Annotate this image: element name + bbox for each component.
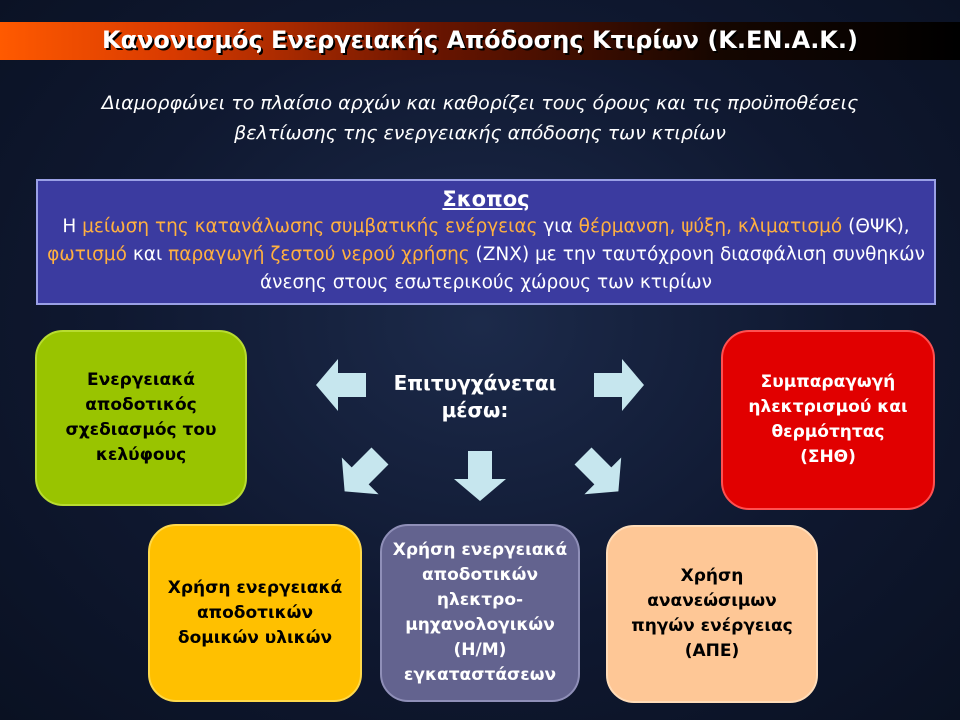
box-line: σχεδιασμός του <box>65 420 217 440</box>
scope-highlight: θέρμανση, ψύξη, κλιματισμό <box>578 216 843 237</box>
scope-highlight: παραγωγή ζεστού νερού χρήσης <box>168 244 470 265</box>
scope-segment: (ΘΨΚ), <box>842 216 910 237</box>
box-line: μηχανολογικών <box>405 615 555 635</box>
box-line: (ΣΗΘ) <box>800 447 856 467</box>
scope-segment: Η <box>62 216 83 237</box>
arrow-right-icon <box>594 359 644 411</box>
scope-highlight: μείωση της κατανάλωσης συμβατικής ενέργε… <box>82 216 538 237</box>
box-line: Χρήση <box>680 566 744 586</box>
box-line: (ΑΠΕ) <box>684 641 740 661</box>
scope-heading: Σκοπος <box>442 187 530 211</box>
box-renewables: Χρήση ανανεώσιμων πηγών ενέργειας (ΑΠΕ) <box>606 525 818 703</box>
arrow-down-icon <box>454 451 506 501</box>
box-envelope-design: Ενεργειακά αποδοτικός σχεδιασμός του κελ… <box>35 330 247 506</box>
box-line: θερμότητας <box>771 422 885 442</box>
box-line: ανανεώσιμων <box>647 591 777 611</box>
box-line: ηλεκτρισμού και <box>748 397 908 417</box>
arrow-down-left-icon <box>341 447 389 495</box>
box-building-materials: Χρήση ενεργειακά αποδοτικών δομικών υλικ… <box>148 524 362 702</box>
box-chp: Συμπαραγωγή ηλεκτρισμού και θερμότητας (… <box>721 330 935 510</box>
scope-body: Η μείωση της κατανάλωσης συμβατικής ενέρ… <box>38 213 934 297</box>
center-label-line-2: μέσω: <box>441 398 509 422</box>
scope-segment: και <box>126 244 169 265</box>
subtitle: Διαμορφώνει το πλαίσιο αρχών και καθορίζ… <box>40 88 920 148</box>
page-title: Κανονισμός Ενεργειακής Απόδοσης Κτιρίων … <box>102 26 858 54</box>
box-line: αποδοτικός <box>85 395 197 415</box>
center-label-line-1: Επιτυγχάνεται <box>393 371 557 395</box>
subtitle-line-1: Διαμορφώνει το πλαίσιο αρχών και καθορίζ… <box>101 92 859 114</box>
box-line: (Η/Μ) <box>453 640 507 660</box>
box-em-installations: Χρήση ενεργειακά αποδοτικών ηλεκτρο- μηχ… <box>380 524 580 702</box>
scope-segment: (ΖΝΧ) με την ταυτόχρονη διασφάλιση συνθη… <box>259 244 925 293</box>
box-line: Ενεργειακά <box>87 370 195 390</box>
scope-box: Σκοπος Η μείωση της κατανάλωσης συμβατικ… <box>36 179 936 305</box>
box-line: εγκαταστάσεων <box>403 665 557 685</box>
box-line: Χρήση ενεργειακά <box>167 577 343 598</box>
center-label: Επιτυγχάνεται μέσω: <box>390 370 560 424</box>
subtitle-line-2: βελτίωσης της ενεργειακής απόδοσης των κ… <box>234 122 726 144</box>
box-line: Χρήση ενεργειακά <box>392 540 568 560</box>
box-line: κελύφους <box>95 445 187 465</box>
box-line: αποδοτικών <box>196 602 314 623</box>
title-bar: Κανονισμός Ενεργειακής Απόδοσης Κτιρίων … <box>0 22 960 60</box>
box-line: Συμπαραγωγή <box>760 372 896 392</box>
box-line: δομικών υλικών <box>177 627 333 648</box>
scope-segment: για <box>537 216 579 237</box>
arrow-down-right-icon <box>574 447 622 495</box>
box-line: πηγών ενέργειας <box>631 616 793 636</box>
box-line: αποδοτικών <box>421 565 539 585</box>
scope-highlight: φωτισμό <box>47 244 127 265</box>
arrow-left-icon <box>316 359 366 411</box>
box-line: ηλεκτρο- <box>436 590 524 610</box>
